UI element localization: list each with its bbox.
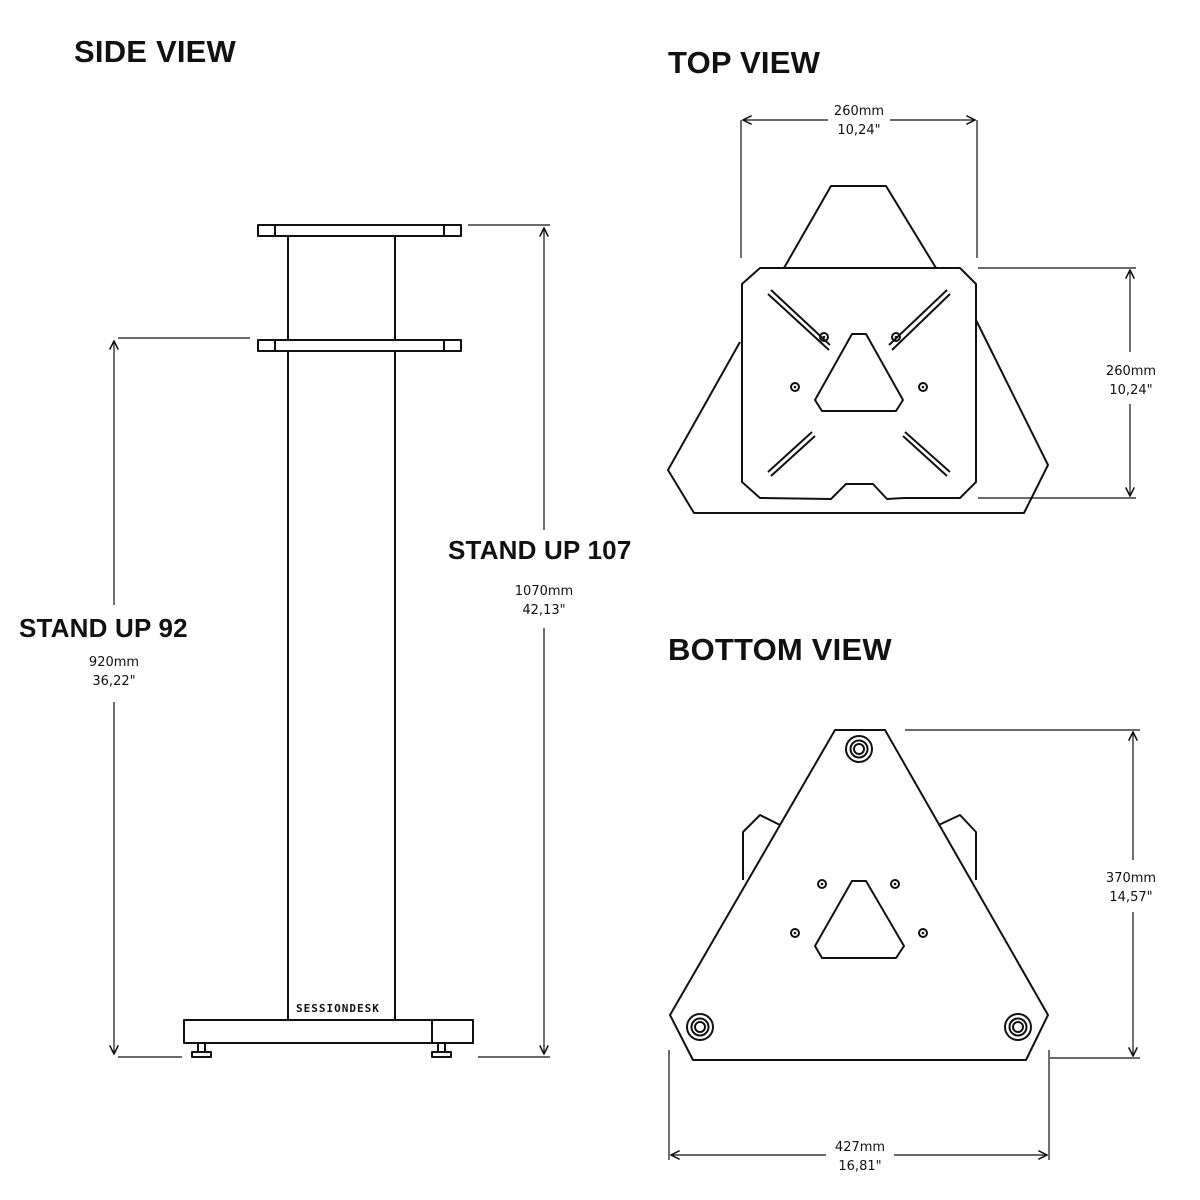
foot-left [191,1042,212,1058]
plate-edge-right [927,814,977,880]
dimension-top-width-inch: 10,24" [837,123,880,138]
dimension-top-width-mm: 260mm [834,104,884,119]
model-label-tall: STAND UP 107 [448,535,632,565]
foot-pad-top [845,735,873,763]
top-plate-tall [257,224,462,237]
base [183,1019,474,1044]
side-view-heading: SIDE VIEW [74,34,237,69]
model-label-short: STAND UP 92 [19,613,188,643]
center-cutout [814,333,904,412]
dimension-top-depth-inch: 10,24" [1109,383,1152,398]
column [287,236,396,1020]
dimension-short-inch: 36,22" [92,674,135,689]
foot-pad-left [686,1013,714,1041]
top-view-heading: TOP VIEW [668,45,821,80]
dimension-base-depth-inch: 14,57" [1109,890,1152,905]
dimension-tall-inch: 42,13" [522,603,565,618]
top-plate-short [257,339,462,352]
foot-pad-right [1004,1013,1032,1041]
dimension-base-width-inch: 16,81" [838,1159,881,1174]
center-cutout [814,880,905,959]
bottom-view-heading: BOTTOM VIEW [668,632,892,667]
side-view-drawing: SESSIONDESK [183,224,474,1058]
mounting-slots [767,289,951,477]
plate-edge-left [742,814,791,880]
base-outline [667,185,1049,514]
bottom-view-drawing [669,729,1049,1061]
brand-logo: SESSIONDESK [296,1002,380,1015]
dimension-top-depth-mm: 260mm [1106,364,1156,379]
dimension-base-depth-mm: 370mm [1106,871,1156,886]
dimension-tall-mm: 1070mm [515,584,573,599]
foot-right [431,1042,452,1058]
dimension-base-width-mm: 427mm [835,1140,885,1155]
screw-holes [790,879,928,938]
dimension-short-mm: 920mm [89,655,139,670]
screw-holes [790,332,928,392]
top-view-drawing [667,185,1049,514]
base-triangle [669,729,1049,1061]
